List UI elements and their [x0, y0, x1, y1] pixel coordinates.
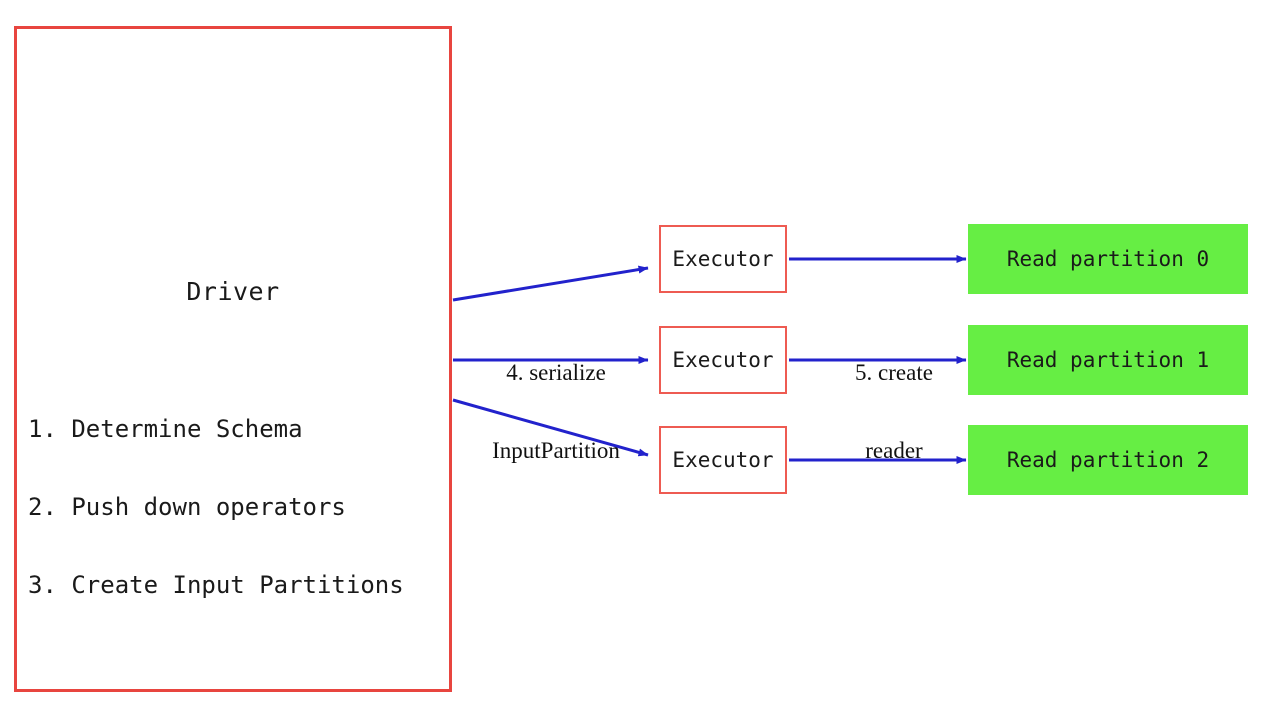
executor-box-3: Executor	[659, 426, 787, 494]
arrow-driver-to-executor-1	[452, 265, 649, 302]
edge-label-create-reader-line-1: 5. create	[855, 360, 933, 385]
edge-label-create-reader: 5. create reader	[824, 308, 964, 516]
executor-box-1: Executor	[659, 225, 787, 293]
edge-label-create-reader-line-2: reader	[865, 438, 923, 463]
read-partition-box-0: Read partition 0	[968, 224, 1248, 294]
edge-label-serialize-line-2: InputPartition	[492, 438, 620, 463]
read-partition-box-1: Read partition 1	[968, 325, 1248, 395]
edge-label-serialize: 4. serialize InputPartition	[466, 308, 646, 516]
driver-box	[14, 26, 452, 692]
driver-step-1: 1. Determine Schema	[28, 415, 303, 443]
executor-box-2: Executor	[659, 326, 787, 394]
driver-steps-list: 1. Determine Schema 2. Push down operato…	[28, 364, 404, 650]
edge-label-serialize-line-1: 4. serialize	[506, 360, 606, 385]
driver-title: Driver	[186, 277, 280, 306]
driver-step-2: 2. Push down operators	[28, 493, 346, 521]
read-partition-box-2: Read partition 2	[968, 425, 1248, 495]
driver-step-3: 3. Create Input Partitions	[28, 571, 404, 599]
